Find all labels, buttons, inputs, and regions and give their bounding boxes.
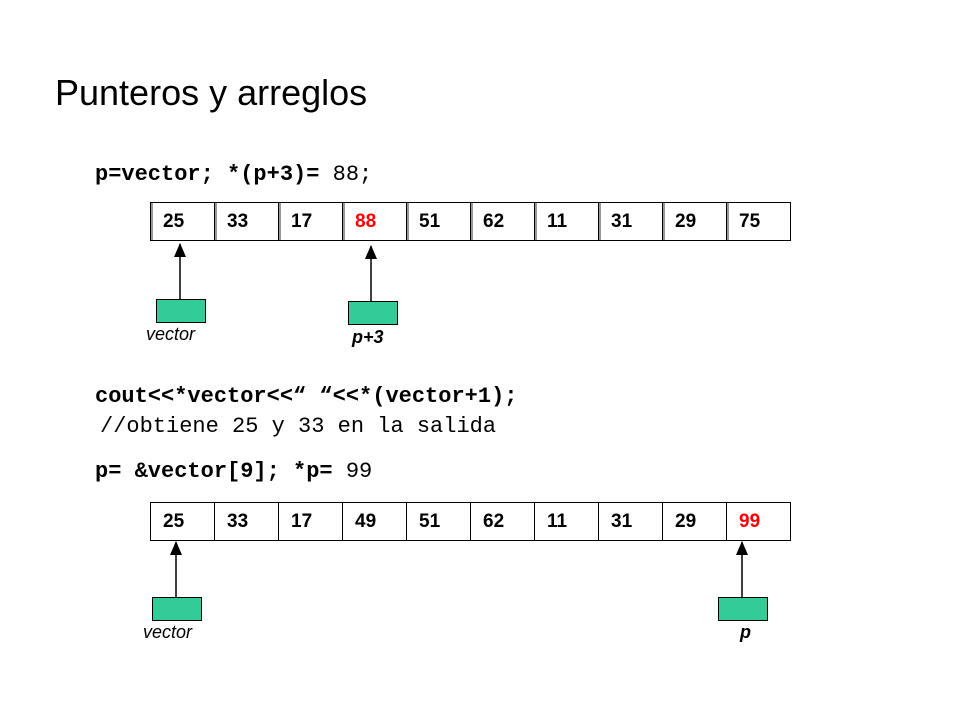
- array2-cell-9: 99: [727, 503, 791, 541]
- array1-cell-0: 25: [151, 203, 215, 241]
- code-line-comment: //obtiene 25 y 33 en la salida: [100, 414, 497, 439]
- array1-cell-5: 62: [471, 203, 535, 241]
- array1-cell-4: 51: [407, 203, 471, 241]
- pointer-box-vector-1: [156, 299, 206, 323]
- array2-cell-4: 51: [407, 503, 471, 541]
- pointer-box-p: [718, 597, 768, 621]
- array2-cell-8: 29: [663, 503, 727, 541]
- slide-title: Punteros y arreglos: [55, 72, 368, 113]
- array2-cell-3: 49: [343, 503, 407, 541]
- array-vector-second: 25 33 17 49 51 62 11 31 29 99: [150, 502, 791, 541]
- pointer-box-vector-2: [152, 597, 202, 621]
- array2-cell-7: 31: [599, 503, 663, 541]
- array2-cell-1: 33: [215, 503, 279, 541]
- array1-cell-3: 88: [343, 203, 407, 241]
- array2-cell-0: 25: [151, 503, 215, 541]
- code-line-assign-p3-value: 88;: [319, 162, 373, 187]
- pointer-label-vector-1: vector: [146, 324, 196, 344]
- array1-cell-9: 75: [727, 203, 791, 241]
- array-vector-first: 25 33 17 88 51 62 11 31 29 75: [150, 202, 791, 241]
- array2-cell-5: 62: [471, 503, 535, 541]
- pointer-box-p3: [348, 301, 398, 325]
- array1-cell-6: 11: [535, 203, 599, 241]
- array2-cell-2: 17: [279, 503, 343, 541]
- pointer-label-p3: p+3: [352, 327, 384, 347]
- code-line-assign-p9-value: 99: [332, 459, 373, 484]
- array1-cell-1: 33: [215, 203, 279, 241]
- array1-cell-2: 17: [279, 203, 343, 241]
- code-line-cout-bold: cout<<*vector<<“ “<<*(vector+1);: [95, 384, 518, 409]
- code-line-cout: cout<<*vector<<“ “<<*(vector+1);: [95, 382, 517, 412]
- code-line-assign-p9: p= &vector[9]; *p= 99: [95, 457, 372, 487]
- code-line-assign-p9-bold: p= &vector[9]; *p=: [95, 459, 333, 484]
- pointer-label-vector-2: vector: [143, 622, 193, 642]
- pointer-label-p: p: [740, 622, 751, 642]
- array1-cell-7: 31: [599, 203, 663, 241]
- array1-cell-8: 29: [663, 203, 727, 241]
- code-line-assign-p3-bold: p=vector; *(p+3)=: [95, 162, 320, 187]
- array2-cell-6: 11: [535, 503, 599, 541]
- code-line-assign-p3: p=vector; *(p+3)= 88;: [95, 160, 372, 190]
